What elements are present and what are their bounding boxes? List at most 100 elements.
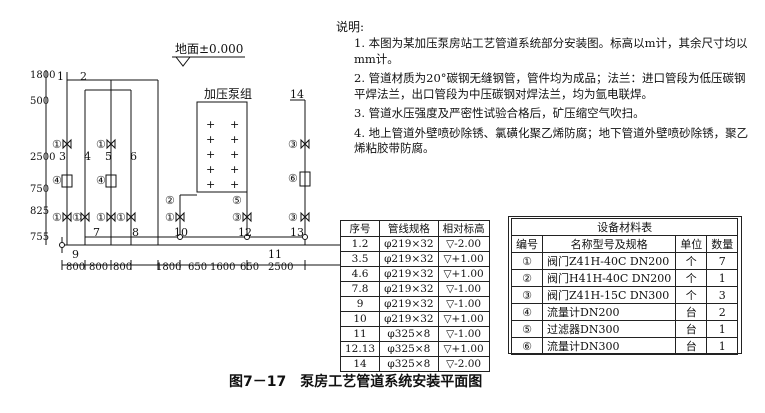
table-cell: 3.5: [339, 251, 381, 267]
horizontal-dimension: 800: [89, 262, 109, 273]
table-cell: 个: [675, 269, 708, 287]
note-item: 2. 管道材质为20°碳钢无缝钢管，管件均为成品；法兰：进口管段为低压碳钢平焊法…: [354, 71, 746, 101]
notes-title: 说明:: [336, 20, 365, 34]
point-label-12: 12: [238, 226, 252, 239]
note-item: 3. 管道水压强度及严密性试验合格后，矿压缩空气吹扫。: [354, 106, 645, 120]
column-header: 名称型号及规格: [541, 235, 677, 253]
table-cell: 台: [675, 303, 708, 321]
flowmeter-mark: ④: [52, 174, 62, 187]
valve-mark: ①: [96, 211, 106, 224]
point-label-10: 10: [174, 226, 188, 239]
valve-mark: ①: [52, 211, 62, 224]
table-cell: 阀门Z41H-40C DN200: [541, 252, 677, 270]
svg-text:+: +: [206, 178, 215, 191]
horizontal-dimension: 800: [113, 262, 133, 273]
table-cell: φ219×32: [379, 251, 439, 267]
table-cell: 流量计DN200: [541, 303, 677, 321]
table-cell: 2: [706, 303, 739, 321]
table-title: 设备材料表: [510, 218, 739, 236]
table-cell: 1: [706, 269, 739, 287]
svg-text:+: +: [206, 163, 215, 176]
column-header: 管线规格: [379, 220, 439, 237]
table-cell: 3: [706, 286, 739, 304]
table-cell: 7: [706, 252, 739, 270]
table-header-row: 序号 管线规格 相对标高: [339, 220, 490, 237]
horizontal-dimension: 650: [240, 262, 260, 273]
svg-text:+: +: [206, 133, 215, 146]
table-cell: 阀门H41H-40C DN200: [541, 269, 677, 287]
table-cell: ▽+1.00: [437, 266, 490, 282]
column-header: 数量: [706, 235, 739, 253]
svg-text:+: +: [206, 118, 215, 131]
column-header: 序号: [339, 220, 381, 237]
table-cell: ④: [511, 303, 543, 321]
valve-mark: ①: [116, 211, 126, 224]
filter-mark: ⑤: [232, 194, 242, 207]
table-cell: ③: [511, 286, 543, 304]
table-cell: 过滤器DN300: [541, 320, 677, 338]
svg-text:+: +: [230, 133, 239, 146]
point-label-5: 5: [105, 150, 112, 163]
flowmeter-mark: ④: [96, 174, 106, 187]
point-label-13: 13: [290, 226, 304, 239]
column-header: 单位: [675, 235, 708, 253]
horizontal-dimension: 1600: [210, 262, 236, 273]
table-cell: ▽-1.00: [437, 281, 490, 297]
table-cell: 阀门Z41H-15C DN300: [541, 286, 677, 304]
valve-mark: ①: [52, 138, 62, 151]
table-cell: 流量计DN300: [541, 337, 677, 355]
point-label-1: 1: [57, 70, 64, 83]
table-cell: 12.13: [339, 341, 381, 357]
table-cell: 1: [706, 337, 739, 355]
table-cell: ▽-1.00: [437, 326, 490, 342]
table-cell: φ219×32: [379, 281, 439, 297]
horizontal-dimension: 650: [188, 262, 208, 273]
point-label-6: 6: [130, 150, 137, 163]
table-cell: 个: [675, 286, 708, 304]
point-label-11: 11: [268, 248, 282, 261]
table-cell: 4.6: [339, 266, 381, 282]
column-header: 相对标高: [437, 220, 490, 237]
table-header-row: 编号 名称型号及规格 单位 数量: [511, 235, 739, 253]
table-cell: φ219×32: [379, 311, 439, 327]
table-cell: 1: [706, 320, 739, 338]
point-label-9: 9: [72, 248, 79, 261]
point-label-4: 4: [84, 150, 91, 163]
table-cell: ▽-1.00: [437, 296, 490, 312]
table-title-row: 设备材料表: [510, 218, 739, 236]
table-cell: ▽+1.00: [437, 251, 490, 267]
valve-mark: ③: [288, 138, 298, 151]
valve-mark: ③: [288, 211, 298, 224]
horizontal-dimension: 2500: [268, 262, 294, 273]
table-cell: ⑤: [511, 320, 543, 338]
table-cell: φ325×8: [379, 326, 439, 342]
svg-text:+: +: [206, 148, 215, 161]
table-cell: 9: [339, 296, 381, 312]
point-label-8: 8: [132, 226, 139, 239]
table-cell: 个: [675, 252, 708, 270]
vertical-dimension: 1800: [30, 70, 56, 81]
vertical-dimension: 500: [30, 96, 50, 107]
check-valve-mark: ②: [165, 194, 175, 207]
svg-text:+: +: [230, 178, 239, 191]
horizontal-dimension: 1800: [156, 262, 182, 273]
valve-mark: ①: [165, 211, 175, 224]
table-cell: φ325×8: [379, 356, 439, 372]
svg-text:+: +: [230, 118, 239, 131]
point-label-3: 3: [59, 150, 66, 163]
vertical-dimension: 2500: [30, 152, 56, 163]
table-cell: 台: [675, 320, 708, 338]
point-label-14: 14: [290, 88, 304, 101]
note-item: 4. 地上管道外壁喷砂除锈、氯磺化聚乙烯防腐；地下管道外壁喷砂除锈，聚乙烯粘胶带…: [354, 125, 749, 156]
table-cell: 1.2: [339, 236, 381, 252]
